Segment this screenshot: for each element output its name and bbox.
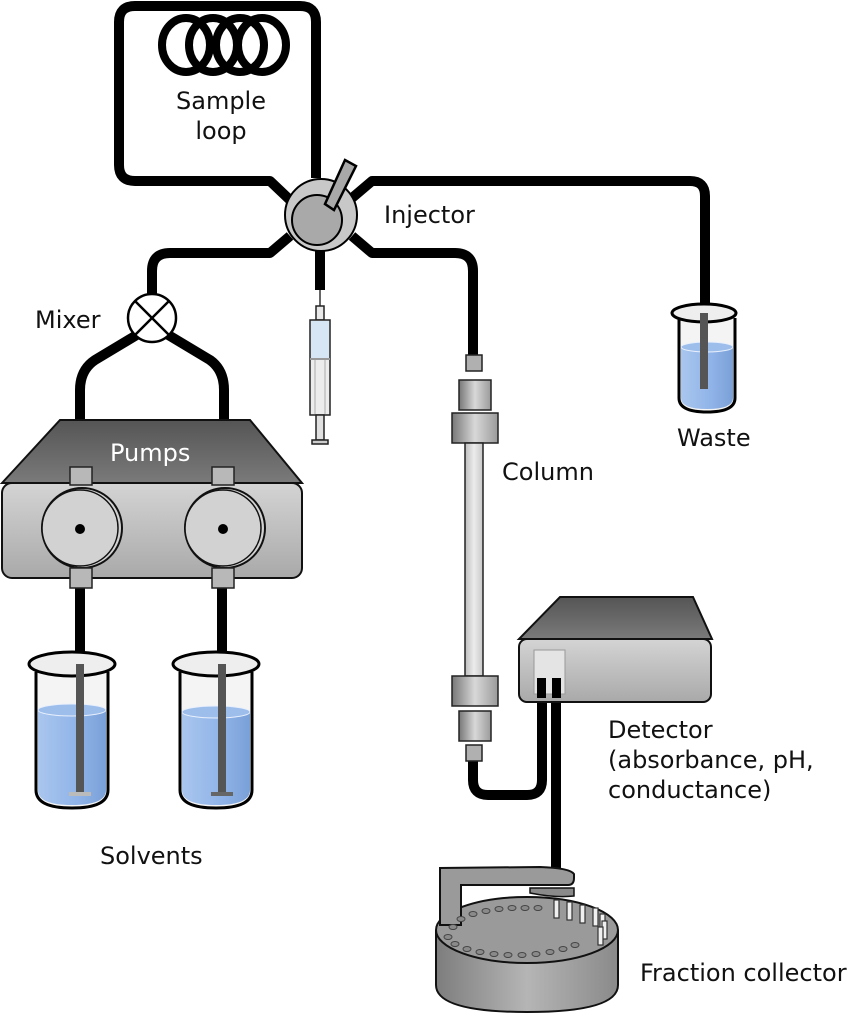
sample-loop-label-line2: loop (195, 117, 247, 145)
waste-label: Waste (677, 424, 751, 452)
syringe[interactable] (309, 290, 331, 445)
detector-label-line1: Detector (608, 716, 713, 744)
detector-label-line2: (absorbance, pH, (608, 746, 814, 774)
sample-loop-label-line1: Sample (176, 87, 266, 115)
sample-loop-coil (158, 14, 290, 76)
column-feed-tube (348, 232, 478, 356)
waste-beaker (670, 302, 738, 414)
injector-valve[interactable] (284, 158, 358, 252)
detector-label-line3: conductance) (608, 776, 772, 804)
column-label: Column (502, 458, 594, 486)
collector-wells (443, 905, 580, 958)
fraction-collector (435, 865, 619, 1014)
pump-b-tube (162, 328, 229, 470)
sample-loop-label: Sample loop (176, 86, 266, 146)
mixer-feed-tube (147, 232, 294, 303)
solvent-beaker-a (27, 650, 117, 810)
solvents-label: Solvents (100, 842, 203, 870)
pumps-unit (0, 419, 305, 589)
fraction-collector-label: Fraction collector (640, 959, 847, 987)
waste-tube (348, 176, 710, 390)
mixer-label: Mixer (35, 306, 101, 334)
tubing (75, 1, 710, 872)
detector-feed-tube (468, 680, 547, 800)
pump-b (184, 466, 266, 589)
column (451, 354, 499, 762)
pump-a (41, 466, 123, 589)
solvent-beaker-b (171, 650, 261, 810)
injector-handle[interactable] (323, 158, 358, 212)
pumps-label: Pumps (110, 439, 191, 467)
collector-tubes (553, 899, 608, 946)
syringe-liquid (311, 321, 329, 358)
mixer (126, 292, 178, 344)
detector (516, 596, 714, 703)
pump-a-tube (75, 328, 143, 470)
sample-loop-tube (114, 1, 321, 204)
injector-label: Injector (384, 201, 475, 229)
detector-label: Detector (absorbance, pH, conductance) (608, 715, 814, 805)
